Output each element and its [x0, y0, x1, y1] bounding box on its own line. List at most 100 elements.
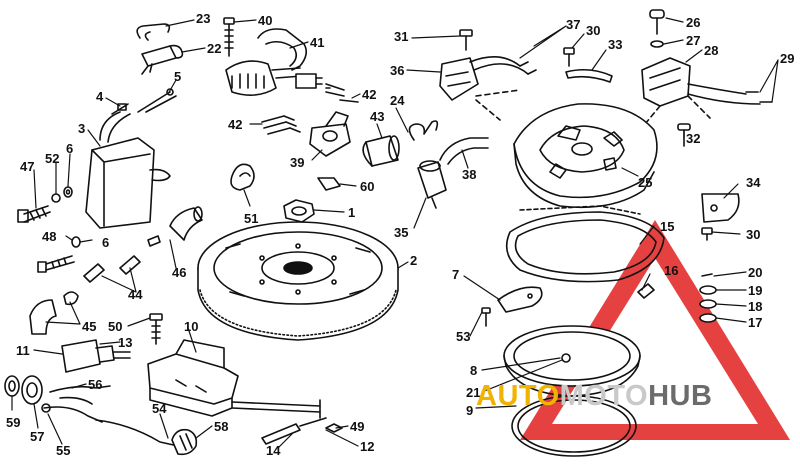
callout-53: 53	[456, 329, 471, 344]
callout-43: 43	[370, 109, 385, 124]
callout-20: 20	[748, 265, 763, 280]
callout-36: 36	[390, 63, 405, 78]
watermark-moto: MOTO	[559, 380, 649, 412]
callout-14: 14	[266, 443, 281, 458]
part-boot-45	[29, 291, 79, 335]
part-bracket-33	[565, 68, 613, 83]
callout-10: 10	[184, 319, 199, 334]
callout-23: 23	[196, 11, 211, 26]
part-connector-5	[137, 88, 177, 113]
callout-12: 12	[360, 439, 375, 454]
callout-55: 55	[56, 443, 71, 458]
callout-38: 38	[462, 167, 477, 182]
part-ring-15	[505, 205, 665, 283]
part-washer-6a	[63, 186, 73, 198]
part-bolt-48	[37, 255, 75, 273]
part-bracket-60	[317, 177, 341, 191]
callout-32: 32	[686, 131, 701, 146]
callout-40: 40	[258, 13, 273, 28]
callout-30a: 30	[586, 23, 601, 38]
callout-22: 22	[207, 41, 222, 56]
callout-30b: 30	[746, 227, 761, 242]
callout-48: 48	[42, 229, 57, 244]
callout-26: 26	[686, 15, 701, 30]
part-bolt-50	[149, 313, 163, 345]
part-washer-17	[699, 313, 717, 323]
part-washer-18	[699, 299, 717, 309]
part-spring-16	[637, 283, 655, 299]
part-armature-plate-25	[513, 103, 658, 209]
part-connector-11	[61, 339, 131, 373]
callout-27: 27	[686, 33, 701, 48]
callout-9: 9	[466, 403, 474, 418]
part-rotor-39	[309, 111, 351, 157]
part-clamp-51	[230, 163, 255, 191]
callout-1: 1	[348, 205, 356, 220]
callout-13: 13	[118, 335, 133, 350]
callout-6a: 6	[66, 141, 74, 156]
part-plug-35	[417, 160, 447, 209]
part-nut-1	[283, 199, 315, 223]
callout-57: 57	[30, 429, 45, 444]
part-clip	[136, 23, 171, 41]
callout-5: 5	[174, 69, 182, 84]
part-washer-52	[51, 193, 61, 203]
part-ring-9	[511, 395, 637, 457]
part-washer-19	[699, 285, 717, 295]
part-flywheel-2	[197, 221, 399, 341]
callout-41: 41	[310, 35, 325, 50]
callout-35: 35	[394, 225, 409, 240]
callout-28: 28	[704, 43, 719, 58]
part-screw-31	[459, 29, 473, 51]
callout-2: 2	[410, 253, 418, 268]
part-lead-55	[41, 396, 103, 423]
part-bolt-47	[17, 205, 51, 223]
callout-42b: 42	[228, 117, 243, 132]
part-screw-26	[649, 9, 665, 48]
callout-47: 47	[20, 159, 35, 174]
callout-11: 11	[16, 343, 30, 358]
callout-54: 54	[152, 401, 167, 416]
part-tubes-44	[83, 255, 141, 283]
callout-24: 24	[390, 93, 405, 108]
part-bracket-34	[701, 193, 740, 223]
callout-7: 7	[452, 267, 460, 282]
callout-8: 8	[470, 363, 478, 378]
part-cable-54	[95, 419, 179, 447]
part-screw-53	[481, 307, 491, 327]
part-boot-57	[21, 375, 43, 405]
callout-59: 59	[6, 415, 21, 430]
callout-58: 58	[214, 419, 229, 434]
callout-39: 39	[290, 155, 305, 170]
callout-34: 34	[746, 175, 761, 190]
part-coil-28	[639, 57, 773, 131]
part-screw-30a	[563, 47, 575, 67]
watermark-hub: HUB	[648, 380, 713, 412]
callout-15: 15	[660, 219, 675, 234]
callout-52: 52	[45, 151, 60, 166]
part-connector-4	[111, 103, 129, 115]
part-elbow-46	[147, 206, 203, 247]
callout-33: 33	[608, 37, 623, 52]
part-hose-38	[439, 137, 489, 165]
callout-4: 4	[96, 89, 104, 104]
leader-lines	[11, 17, 779, 449]
callout-31: 31	[394, 29, 409, 44]
callout-21: 21	[466, 385, 481, 400]
callout-49: 49	[350, 419, 365, 434]
part-grommet-59	[4, 375, 20, 397]
part-lead-14	[231, 399, 327, 445]
part-screw-40	[223, 17, 235, 57]
callout-3: 3	[78, 121, 86, 136]
callout-17: 17	[748, 315, 763, 330]
part-screw-30b	[701, 227, 713, 241]
part-charge-coil-36	[439, 56, 537, 121]
callout-25: 25	[638, 175, 653, 190]
callout-18: 18	[748, 299, 763, 314]
part-pin-20	[701, 273, 713, 277]
callout-56: 56	[88, 377, 103, 392]
callout-16: 16	[664, 263, 679, 278]
callout-19: 19	[748, 283, 763, 298]
watermark-logo: AUTOMOTOHUB	[476, 380, 712, 413]
